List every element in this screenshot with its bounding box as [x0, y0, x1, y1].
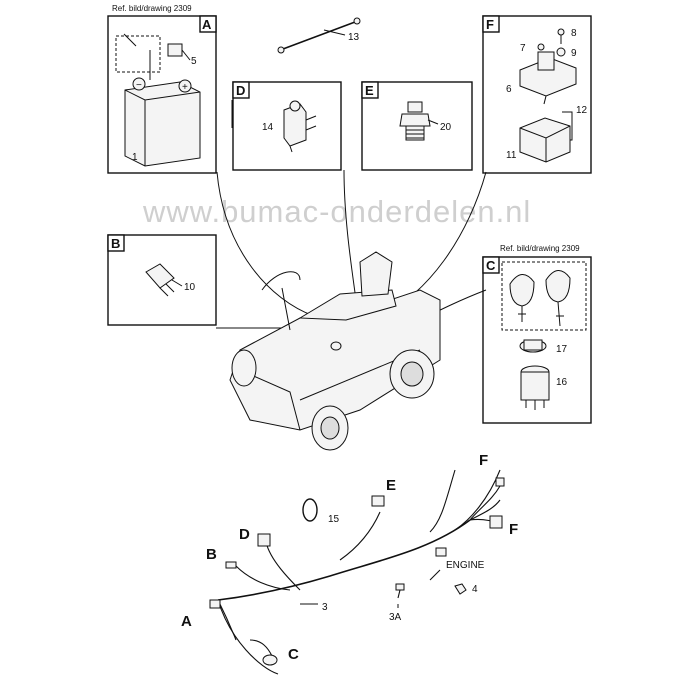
ignition-switch-icon	[520, 365, 550, 410]
ride-on-mower-icon	[229, 251, 441, 451]
relay-icon	[519, 111, 573, 163]
box-label-a: A	[202, 17, 212, 32]
micro-switch-icon	[145, 263, 183, 297]
callout-6: 6	[506, 84, 512, 95]
oil-pressure-switch-icon	[399, 101, 439, 141]
harness-label-b: B	[206, 546, 217, 563]
box-d	[232, 81, 342, 171]
ref-note-a: Ref. bild/drawing 2309	[112, 4, 192, 13]
callout-11: 11	[506, 150, 517, 161]
box-label-c: C	[486, 258, 496, 273]
callout-17: 17	[556, 344, 568, 355]
callout-3a: 3A	[389, 612, 402, 623]
harness-label-e: E	[386, 477, 396, 494]
callout-5: 5	[191, 56, 197, 67]
callout-7: 7	[520, 43, 526, 54]
callout-9: 9	[571, 48, 577, 59]
callout-10: 10	[184, 282, 196, 293]
svg-text:+: +	[182, 82, 188, 93]
callout-20: 20	[440, 122, 452, 133]
callout-8: 8	[571, 28, 577, 39]
box-c	[482, 256, 592, 424]
harness-label-a: A	[181, 613, 192, 630]
box-label-d: D	[236, 83, 245, 98]
solenoid-icon	[519, 28, 577, 105]
box-label-e: E	[365, 83, 374, 98]
key-nut-icon	[519, 339, 547, 353]
callout-16: 16	[556, 377, 568, 388]
callout-12: 12	[576, 105, 588, 116]
callout-1: 1	[132, 152, 138, 163]
callout-13: 13	[348, 32, 360, 43]
ref-note-c: Ref. bild/drawing 2309	[500, 244, 580, 253]
wiring-harness	[209, 469, 505, 675]
box-label-b: B	[111, 236, 120, 251]
seat-switch-icon	[283, 100, 317, 153]
callout-4: 4	[472, 584, 478, 595]
harness-label-f-top: F	[479, 452, 488, 469]
callout-15: 15	[328, 514, 340, 525]
harness-label-f-right: F	[509, 521, 518, 538]
box-b	[107, 234, 217, 326]
harness-label-engine: ENGINE	[446, 560, 485, 571]
callout-3: 3	[322, 602, 328, 613]
box-label-f: F	[486, 17, 494, 32]
svg-text:−: −	[136, 80, 142, 91]
callout-14: 14	[262, 122, 274, 133]
box-a	[107, 15, 217, 174]
watermark: www.bumac-onderdelen.nl	[142, 194, 531, 229]
box-e	[361, 81, 473, 171]
harness-label-d: D	[239, 526, 250, 543]
harness-label-c: C	[288, 646, 299, 663]
ignition-keys-icon	[501, 261, 587, 331]
cable-13	[277, 17, 361, 54]
battery-icon: − +	[115, 33, 201, 167]
box-f	[482, 15, 592, 174]
